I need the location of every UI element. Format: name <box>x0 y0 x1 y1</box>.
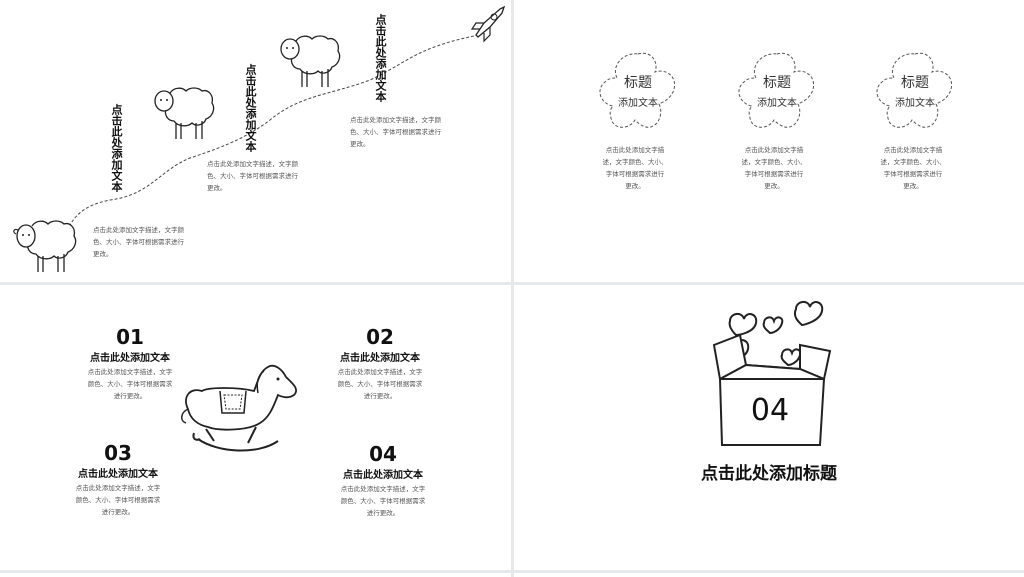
desc-line: 字体可根据需求进行 <box>744 170 804 178</box>
item-heading[interactable]: 标题 添加文本 <box>737 72 817 109</box>
item-title: 标题 <box>763 75 791 91</box>
desc-line: 颜色、大小、字体可根据需求 <box>340 497 426 505</box>
rocket-icon <box>470 5 506 43</box>
desc-line: 述，文字颜色、大小、 <box>602 158 668 166</box>
item-heading[interactable]: 标题 添加文本 <box>875 72 955 109</box>
item-block[interactable]: 04 点击此处添加文本 点击此处添加文字描述，文字 颜色、大小、字体可根据需求 … <box>333 442 433 519</box>
item-desc[interactable]: 点击此处添加文字描 述，文字颜色、大小、 字体可根据需求进行 更改。 <box>876 144 950 192</box>
item-number: 02 <box>366 325 394 349</box>
desc-line: 颜色、大小、字体可根据需求 <box>87 380 173 388</box>
item-title: 点击此处添加文本 <box>90 353 170 364</box>
desc-line: 述，文字颜色、大小、 <box>741 158 807 166</box>
desc-line: 色、大小、字体可根据需求进行 <box>350 128 441 136</box>
desc-line: 更改。 <box>764 182 784 190</box>
desc-line: 字体可根据需求进行 <box>883 170 943 178</box>
item-block[interactable]: 03 点击此处添加文本 点击此处添加文字描述，文字 颜色、大小、字体可根据需求 … <box>68 441 168 518</box>
desc-line: 更改。 <box>350 140 370 148</box>
desc-line: 点击此处添加文字描 <box>605 146 665 154</box>
desc-line: 进行更改。 <box>101 508 135 516</box>
item-subtitle: 添加文本 <box>895 98 935 109</box>
desc-line: 更改。 <box>903 182 923 190</box>
next-slide-strip <box>0 573 511 577</box>
desc-line: 更改。 <box>625 182 645 190</box>
desc-line: 进行更改。 <box>363 392 397 400</box>
step-title[interactable]: 点击此处添加文本 <box>110 104 123 192</box>
item-block[interactable]: 01 点击此处添加文本 点击此处添加文字描述，文字 颜色、大小、字体可根据需求 … <box>80 325 180 402</box>
desc-line: 点击此处添加文字描述，文字 <box>87 368 173 376</box>
item-subtitle: 添加文本 <box>757 98 797 109</box>
slide-sheep-steps: 点击此处添加文本 点击此处添加文本 点击此处添加文本 点击此处添加文字描述，文字… <box>0 0 511 282</box>
heart-box-icon <box>712 301 832 446</box>
item-title: 点击此处添加文本 <box>78 469 158 480</box>
desc-line: 点击此处添加文字描 <box>883 146 943 154</box>
desc-line: 点击此处添加文字描述，文字 <box>337 368 423 376</box>
item-title: 标题 <box>624 75 652 91</box>
item-heading[interactable]: 标题 添加文本 <box>598 72 678 109</box>
flower-frame-icon <box>876 52 952 128</box>
desc-line: 点击此处添加文字描 <box>744 146 804 154</box>
step-desc[interactable]: 点击此处添加文字描述，文字颜 色、大小、字体可根据需求进行 更改。 <box>93 224 193 260</box>
item-desc[interactable]: 点击此处添加文字描 述，文字颜色、大小、 字体可根据需求进行 更改。 <box>598 144 672 192</box>
sheep-icon <box>13 220 77 272</box>
desc-line: 点击此处添加文字描述，文字颜 <box>93 226 184 234</box>
item-subtitle: 添加文本 <box>618 98 658 109</box>
desc-line: 颜色、大小、字体可根据需求 <box>337 380 423 388</box>
step-title[interactable]: 点击此处添加文本 <box>244 64 257 152</box>
next-slide-strip <box>514 573 1024 577</box>
item-number: 04 <box>369 442 397 466</box>
step-desc[interactable]: 点击此处添加文字描述，文字颜 色、大小、字体可根据需求进行 更改。 <box>350 114 450 150</box>
item-block[interactable]: 02 点击此处添加文本 点击此处添加文字描述，文字 颜色、大小、字体可根据需求 … <box>330 325 430 402</box>
desc-line: 进行更改。 <box>113 392 147 400</box>
desc-line: 字体可根据需求进行 <box>605 170 665 178</box>
item-number: 03 <box>104 441 132 465</box>
desc-line: 进行更改。 <box>366 509 400 517</box>
desc-line: 色、大小、字体可根据需求进行 <box>93 238 184 246</box>
desc-line: 更改。 <box>93 250 113 258</box>
item-title: 点击此处添加文本 <box>340 353 420 364</box>
sheep-icon <box>154 87 215 139</box>
item-desc[interactable]: 点击此处添加文字描 述，文字颜色、大小、 字体可根据需求进行 更改。 <box>737 144 811 192</box>
desc-line: 色、大小、字体可根据需求进行 <box>207 172 298 180</box>
item-title: 点击此处添加文本 <box>343 470 423 481</box>
flower-frame-icon <box>738 52 814 128</box>
desc-line: 点击此处添加文字描述，文字颜 <box>350 116 441 124</box>
slide-section-04: 04 点击此处添加标题 <box>514 285 1024 570</box>
step-desc[interactable]: 点击此处添加文字描述，文字颜 色、大小、字体可根据需求进行 更改。 <box>207 158 307 194</box>
slide-flower-titles: 标题 添加文本 标题 添加文本 标题 添加文本 点击此处添加文字描 述，文字颜色… <box>514 0 1024 282</box>
item-title: 标题 <box>901 75 929 91</box>
flower-frame-icon <box>599 52 675 128</box>
dashed-path <box>61 34 479 246</box>
sheep-icon <box>280 35 341 87</box>
slide-rocking-horse: 01 点击此处添加文本 点击此处添加文字描述，文字 颜色、大小、字体可根据需求 … <box>0 285 511 570</box>
desc-line: 点击此处添加文字描述，文字 <box>340 485 426 493</box>
desc-line: 述，文字颜色、大小、 <box>880 158 946 166</box>
desc-line: 颜色、大小、字体可根据需求 <box>75 496 161 504</box>
desc-line: 更改。 <box>207 184 227 192</box>
section-title[interactable]: 点击此处添加标题 <box>701 464 837 484</box>
desc-line: 点击此处添加文字描述，文字颜 <box>207 160 298 168</box>
rocking-horse-icon <box>181 364 298 452</box>
item-number: 01 <box>116 325 144 349</box>
step-title[interactable]: 点击此处添加文本 <box>374 14 387 102</box>
desc-line: 点击此处添加文字描述，文字 <box>75 484 161 492</box>
section-number: 04 <box>750 393 790 428</box>
